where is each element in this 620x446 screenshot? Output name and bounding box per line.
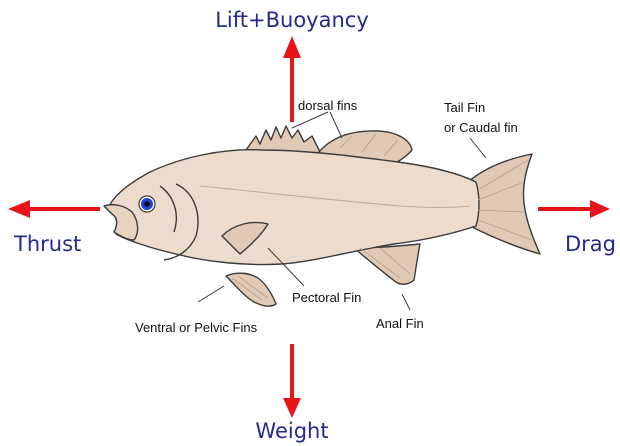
dorsal-fins-label: dorsal fins (298, 98, 358, 113)
drag-label: Drag (565, 232, 616, 256)
thrust-arrow (8, 200, 100, 218)
pectoral-fin-label: Pectoral Fin (292, 290, 361, 305)
weight-arrow (283, 344, 301, 418)
lift-buoyancy-label: Lift+Buoyancy (215, 8, 369, 32)
drag-arrow (538, 200, 610, 218)
tail-fin-label: Tail Fin (444, 100, 485, 115)
fish-illustration (104, 126, 540, 306)
thrust-label: Thrust (13, 232, 81, 256)
ventral-pelvic-fins-label: Ventral or Pelvic Fins (135, 320, 258, 335)
anal-fin-label: Anal Fin (376, 316, 424, 331)
weight-label: Weight (255, 419, 328, 443)
pelvic-fin (226, 273, 276, 306)
caudal-fin-label: or Caudal fin (444, 120, 518, 135)
